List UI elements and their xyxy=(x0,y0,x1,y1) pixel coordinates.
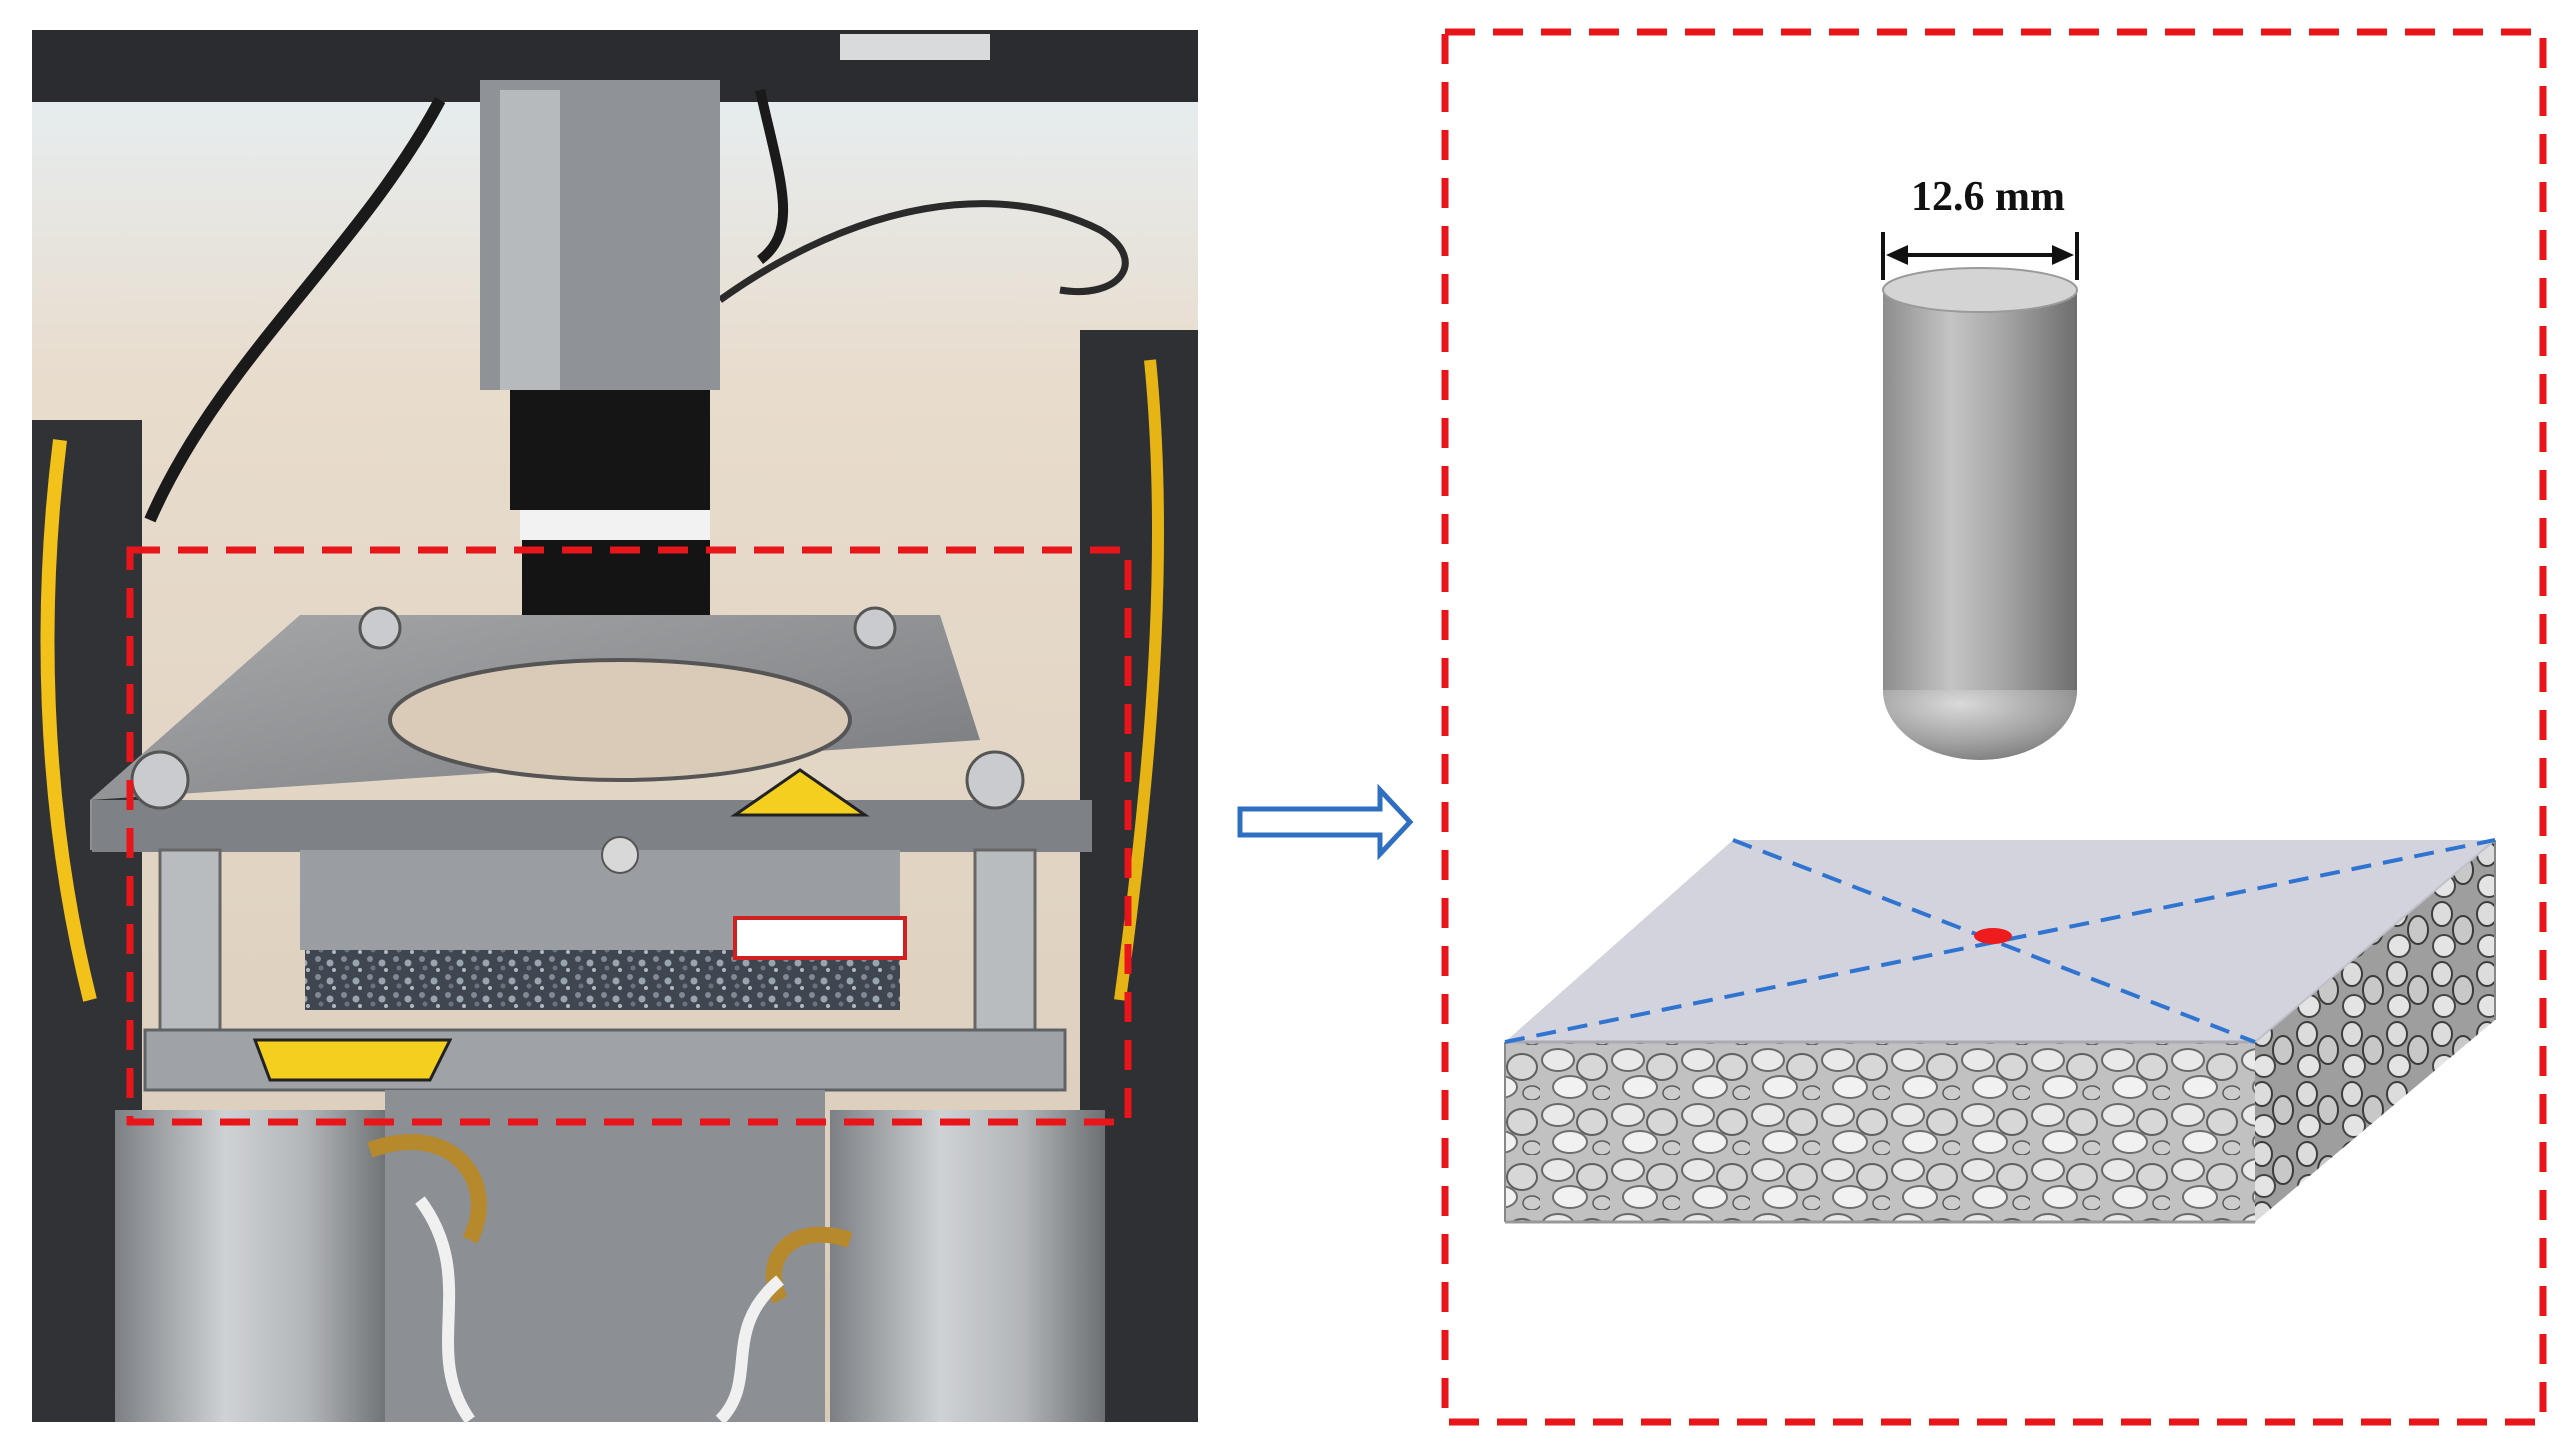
diagonal-line-1 xyxy=(1732,838,2256,1044)
diagonal-line-2 xyxy=(1504,838,2496,1044)
diameter-dimension-line xyxy=(1881,232,2079,280)
warning-label-icon xyxy=(730,768,870,817)
drop-weight-machine-photo xyxy=(32,30,1198,1425)
impact-point-marker xyxy=(1974,928,2012,944)
schematic-dashed-box xyxy=(1441,28,2547,1426)
hemispherical-impactor xyxy=(1882,267,2078,760)
diameter-label: 12.6 mm xyxy=(1911,174,2065,220)
warning-label-icon-2 xyxy=(252,1038,453,1082)
sandwich-plate xyxy=(1504,838,2496,1224)
right-arrow-icon xyxy=(1237,783,1414,861)
photo-highlight-box xyxy=(126,546,1132,1126)
